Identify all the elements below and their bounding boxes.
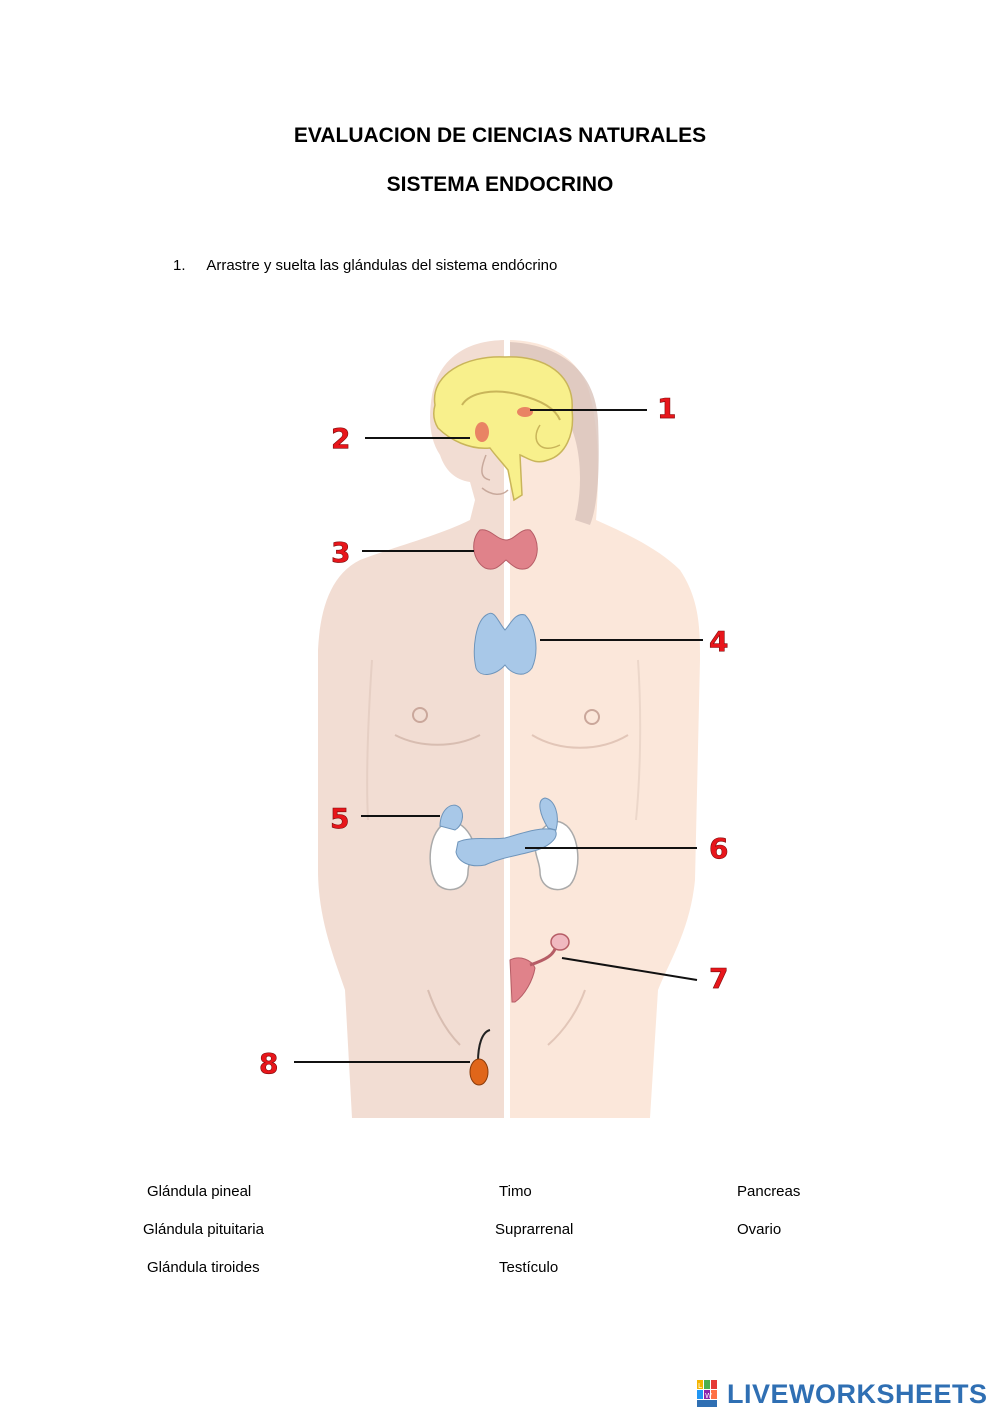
word-timo[interactable]: Timo xyxy=(499,1183,532,1200)
label-number-5: 5 xyxy=(330,802,349,835)
pancreas xyxy=(455,828,557,867)
question-1: 1. Arrastre y suelta las glándulas del s… xyxy=(173,257,557,274)
word-glandula-tiroides[interactable]: Glándula tiroides xyxy=(147,1259,260,1276)
arm-line-left xyxy=(366,659,373,821)
center-divider xyxy=(504,340,510,1118)
face-mouth xyxy=(481,487,509,495)
label-number-4: 4 xyxy=(709,625,728,658)
nipple-left xyxy=(412,707,428,723)
page-title: EVALUACION DE CIENCIAS NATURALES xyxy=(293,124,707,147)
thymus-gland xyxy=(473,612,537,675)
word-testiculo[interactable]: Testículo xyxy=(499,1259,559,1276)
adrenal-gland-left xyxy=(439,804,463,831)
label-number-7: 7 xyxy=(709,962,728,995)
label-number-1: 1 xyxy=(657,392,676,425)
body-left-half xyxy=(318,340,507,1118)
brain-fold-2 xyxy=(535,424,561,449)
groin-line-right xyxy=(547,989,586,1046)
pineal-gland xyxy=(517,407,533,417)
kidney-left xyxy=(429,820,474,891)
pointer-lines xyxy=(294,409,703,1063)
svg-text:W: W xyxy=(705,1392,712,1400)
label-number-8: 8 xyxy=(259,1047,278,1080)
nipple-right xyxy=(584,709,600,725)
label-number-2: 2 xyxy=(331,422,350,455)
label-number-3: 3 xyxy=(331,536,350,569)
arm-line-right xyxy=(635,659,642,821)
liveworksheets-logo-icon: L W xyxy=(697,1380,717,1407)
chest-line-right xyxy=(531,734,629,749)
question-text: Arrastre y suelta las glándulas del sist… xyxy=(206,257,558,274)
chest-line-left xyxy=(394,734,481,746)
spermatic-cord xyxy=(477,1029,491,1063)
question-number: 1. xyxy=(173,257,186,274)
endocrine-diagram: 1 2 3 4 5 6 7 8 xyxy=(259,340,729,1118)
word-pancreas[interactable]: Pancreas xyxy=(737,1183,801,1200)
label-number-6: 6 xyxy=(709,832,728,865)
word-glandula-pituitaria[interactable]: Glándula pituitaria xyxy=(143,1221,264,1238)
word-glandula-pineal[interactable]: Glándula pineal xyxy=(147,1183,252,1200)
svg-text:L: L xyxy=(698,1382,702,1390)
liveworksheets-logo-text: LIVEWORKSHEETS xyxy=(727,1378,988,1409)
uterus xyxy=(509,957,536,1003)
thyroid-gland xyxy=(473,529,538,570)
ovary xyxy=(550,933,570,951)
testicle xyxy=(469,1058,489,1086)
groin-line-left xyxy=(427,989,461,1046)
pointer-line-7 xyxy=(561,957,698,981)
page-subtitle: SISTEMA ENDOCRINO xyxy=(386,173,614,196)
adrenal-gland-right xyxy=(539,797,558,831)
face-nose xyxy=(481,454,491,481)
pituitary-gland xyxy=(475,422,489,442)
word-suprarrenal[interactable]: Suprarrenal xyxy=(495,1221,574,1238)
word-ovario[interactable]: Ovario xyxy=(737,1221,782,1238)
body-right-half xyxy=(507,340,700,1118)
liveworksheets-logo: L W LIVEWORKSHEETS xyxy=(697,1378,988,1410)
